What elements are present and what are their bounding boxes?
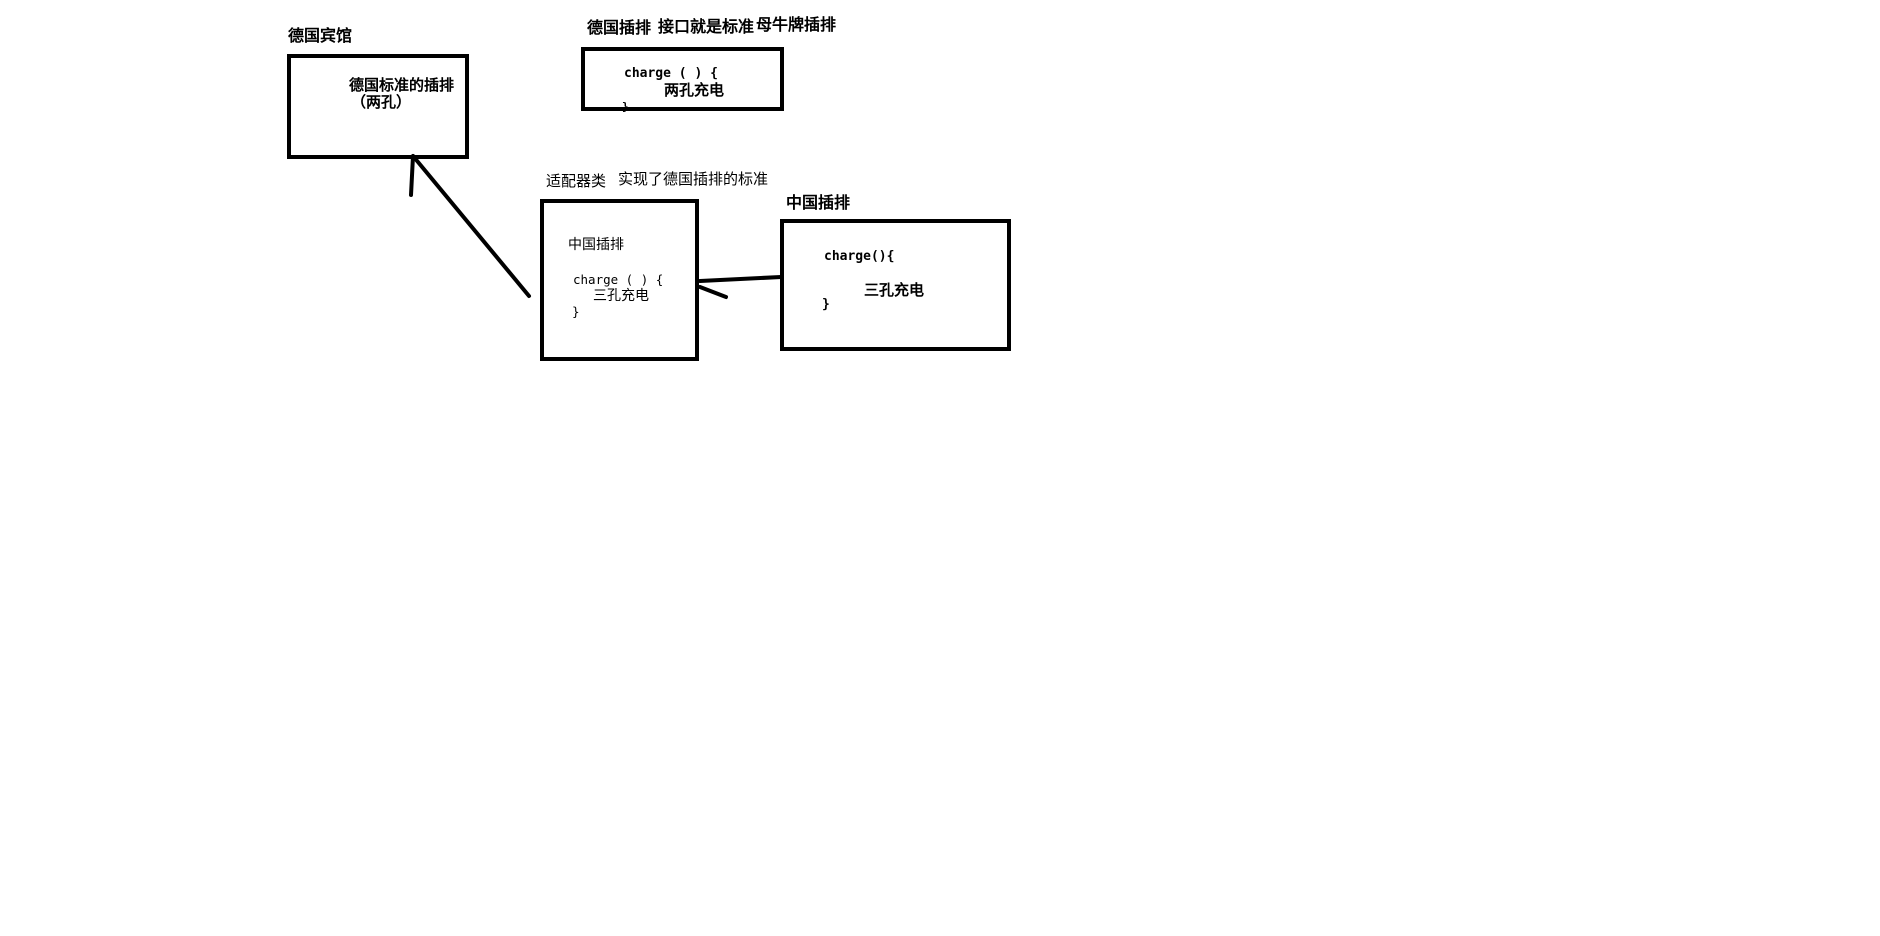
german-plug-box (581, 47, 784, 111)
chinese-plug-label: 中国插排 (786, 193, 851, 212)
chinese-plug-code-line2: 三孔充电 (864, 281, 925, 299)
german-hotel-box-line2: （两孔） (351, 93, 412, 111)
german-plug-code-line1: charge ( ) { (624, 66, 718, 81)
adapter-to-hotel-arrowhead (409, 154, 415, 197)
adapter-label: 适配器类 (546, 172, 607, 190)
adapter-code-line2: 三孔充电 (593, 288, 649, 304)
chinese-plug-code-line3: } (822, 297, 830, 312)
german-plug-note-standard: 接口就是标准 (658, 17, 755, 36)
chinese-to-adapter-arrow-shaft (698, 275, 783, 283)
adapter-code-line3: } (572, 304, 580, 319)
adapter-code-line1: charge ( ) { (573, 272, 664, 287)
german-hotel-label: 德国宾馆 (288, 26, 353, 45)
chinese-plug-code-line1: charge(){ (824, 249, 895, 264)
german-plug-code-line3: } (622, 100, 629, 113)
german-hotel-box-line1: 德国标准的插排 (349, 76, 455, 94)
adapter-to-hotel-arrow-shaft (411, 154, 531, 298)
chinese-plug-box (780, 219, 1011, 351)
german-plug-label: 德国插排 (587, 18, 652, 37)
german-plug-code-line2: 两孔充电 (664, 81, 725, 99)
adapter-box (540, 199, 699, 361)
adapter-note: 实现了德国插排的标准 (618, 170, 769, 188)
german-hotel-box (287, 54, 469, 159)
chinese-to-adapter-arrowhead (698, 285, 728, 299)
adapter-box-title: 中国插排 (568, 237, 624, 253)
german-plug-note-brand: 母牛牌插排 (756, 15, 837, 34)
